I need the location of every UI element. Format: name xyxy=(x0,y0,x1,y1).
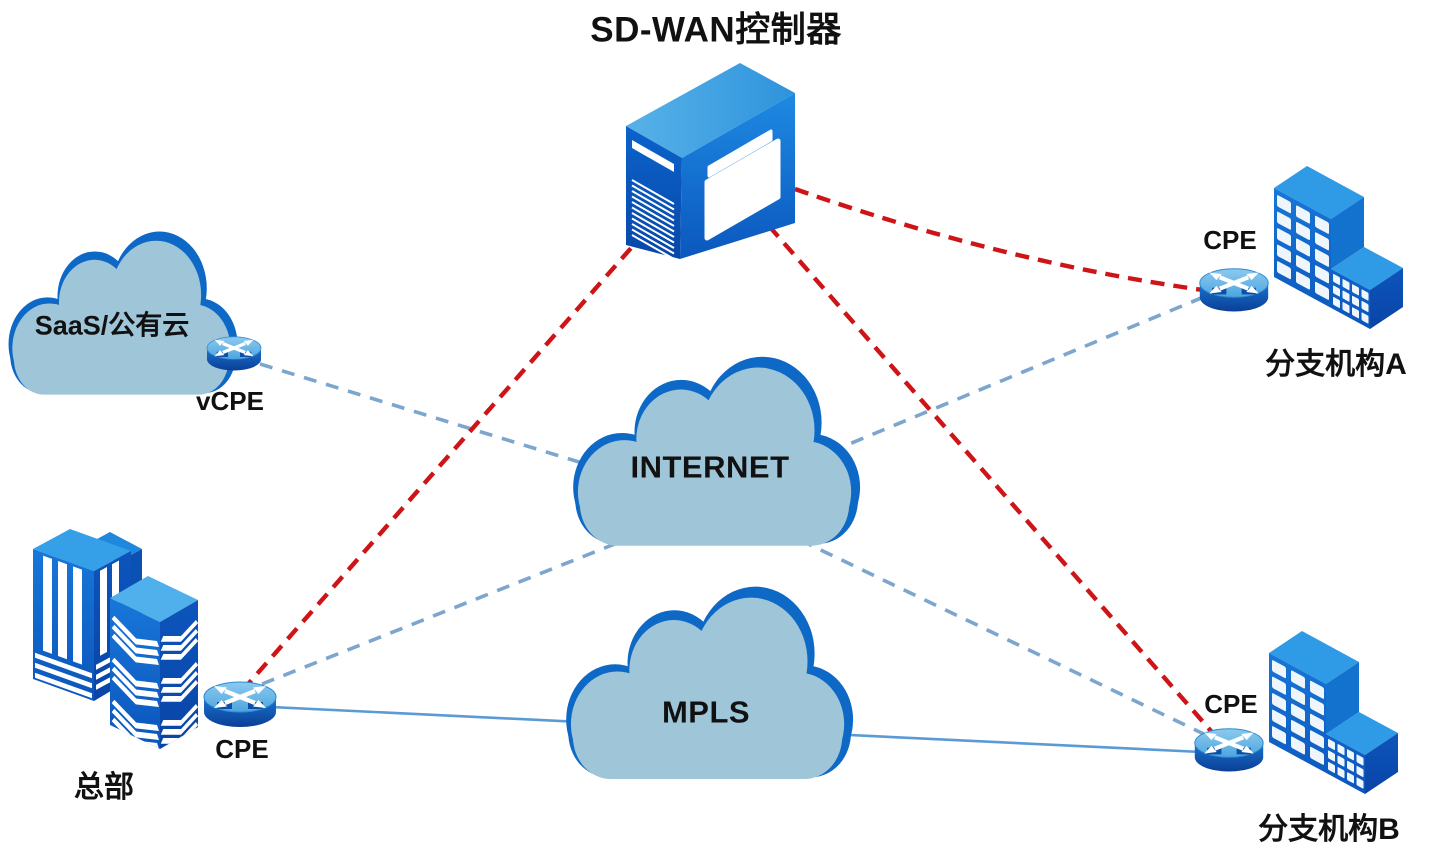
vcpe-label: vCPE xyxy=(196,386,264,416)
server-front-stripe xyxy=(632,140,674,172)
saas-cloud-label: SaaS/公有云 xyxy=(34,310,190,341)
branch-b-cpe-router xyxy=(1195,729,1263,772)
link-controller-hq-cpe xyxy=(240,229,648,693)
folder-icon xyxy=(704,129,781,241)
hq-label: 总部 xyxy=(74,771,134,804)
link-internet-branchb-cpe xyxy=(799,538,1209,738)
sdwan-controller-server xyxy=(626,63,795,260)
branch-a-label: 分支机构A xyxy=(1265,348,1407,381)
mpls-cloud xyxy=(566,586,854,780)
branch-a-cpe-router xyxy=(1200,269,1268,312)
branch-a-building xyxy=(1274,166,1403,329)
link-internet-hq-cpe xyxy=(261,530,646,686)
branch-b-cpe-label: CPE xyxy=(1204,689,1258,719)
vcpe-router xyxy=(205,335,263,373)
link-internet-vcpe xyxy=(259,362,606,472)
server-vents xyxy=(631,179,675,260)
branch-a-cpe-label: CPE xyxy=(1203,225,1257,255)
internet-cloud-label: INTERNET xyxy=(630,449,790,485)
link-internet-brancha-cpe xyxy=(829,294,1207,454)
branch-b-label: 分支机构B xyxy=(1258,813,1400,846)
controller-title: SD-WAN控制器 xyxy=(590,10,842,50)
mpls-cloud-label: MPLS xyxy=(661,694,751,730)
hq-cpe-label: CPE xyxy=(215,734,269,764)
branch-b-building xyxy=(1269,631,1398,794)
link-controller-brancha-cpe xyxy=(794,186,1211,294)
hq-buildings xyxy=(33,529,198,749)
hq-cpe-router xyxy=(204,682,276,727)
